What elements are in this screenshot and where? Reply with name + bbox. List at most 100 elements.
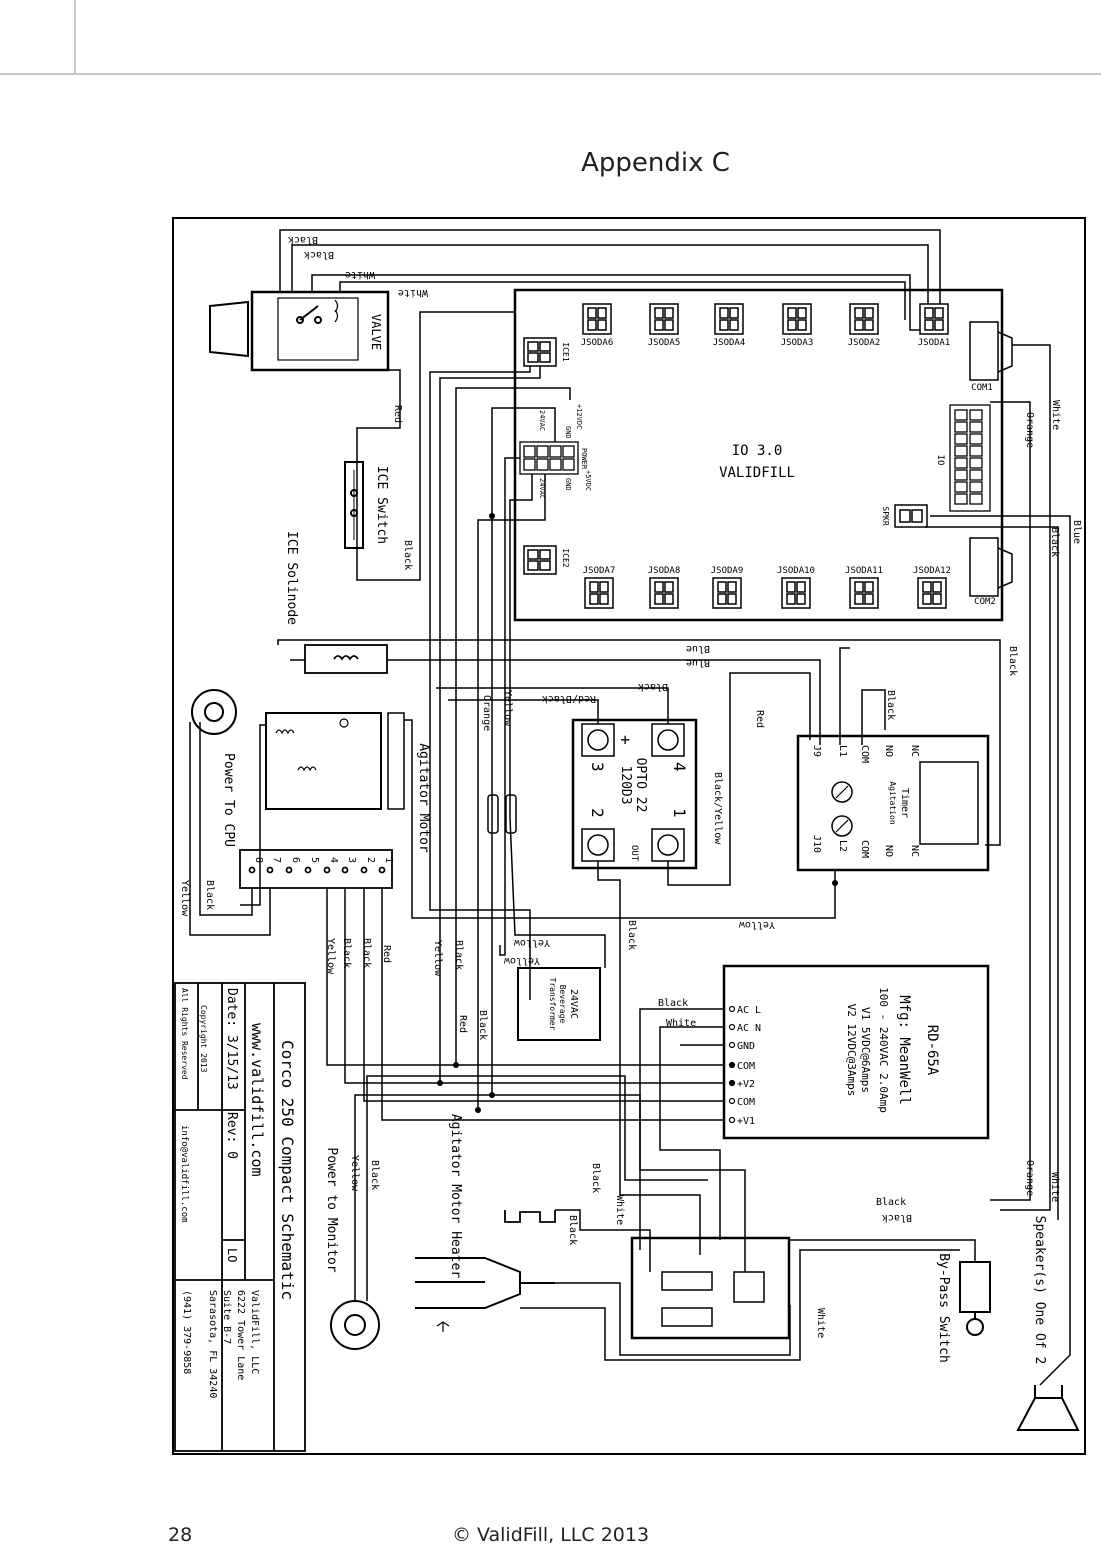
title-block-address2: Suite B-7 <box>221 1290 232 1344</box>
psu-term-acl: AC L <box>737 1005 761 1016</box>
jsoda5-label: JSODA5 <box>648 338 681 348</box>
wire-label-yellow-3: Yellow <box>513 937 550 948</box>
transformer-label-2: Beverage <box>558 985 567 1024</box>
pin-5: 5 <box>309 857 320 863</box>
wire-label-black-9: Black <box>204 880 215 910</box>
opto-term-4: 4 <box>670 762 689 772</box>
jsoda4-label: JSODA4 <box>713 338 746 348</box>
board-brand: VALIDFILL <box>719 465 795 481</box>
psu-term-com1: COM <box>737 1061 755 1072</box>
heater-label: Agitator Motor Heater <box>448 1114 463 1279</box>
pin-3: 3 <box>346 857 357 863</box>
speaker <box>1016 1385 1080 1431</box>
wire-label-white-5: White <box>614 1195 625 1225</box>
wire-label-yellow-6: Yellow <box>325 938 336 975</box>
timer-l1: L1 <box>837 745 848 757</box>
drawing-frame <box>172 217 1086 1455</box>
timer-no-bot: NO <box>883 845 894 857</box>
heater-relay-box <box>630 1236 791 1340</box>
wire-label-yellow-4: Yellow <box>503 955 540 966</box>
psu-v1: V1 5VDC@6Amps <box>859 1007 872 1093</box>
valve-component <box>209 290 390 372</box>
wire-label-black-yellow: Black/Yellow <box>712 772 723 845</box>
wire-label-black-10: Black <box>341 938 352 968</box>
agitator-motor-label: Agitator Motor <box>416 743 431 853</box>
power-supply-rd65a <box>722 964 990 1140</box>
jsoda7-label: JSODA7 <box>583 566 616 576</box>
psu-term-acn: AC N <box>737 1023 761 1034</box>
title-block-email: info@validfill.com <box>179 1125 189 1223</box>
jsoda6-label: JSODA6 <box>581 338 614 348</box>
wire-label-orange-2: Orange <box>481 695 492 731</box>
psu-term-com2: COM <box>737 1097 755 1108</box>
opto-out: OUT <box>629 845 639 862</box>
opto-term-1: 1 <box>670 808 689 818</box>
wire-label-white-4: White <box>666 1018 696 1029</box>
agitation-timer <box>796 734 990 872</box>
psu-term-v1: +V1 <box>737 1116 755 1127</box>
ice1-connector <box>523 337 557 367</box>
jsoda11-label: JSODA11 <box>845 566 883 576</box>
ac-plug <box>415 1257 555 1332</box>
opto-term-3: 3 <box>588 762 607 772</box>
pin-2: 2 <box>365 857 376 863</box>
opto-term-plus: + <box>616 735 635 745</box>
title-block-city: Sarasota, FL 34240 <box>207 1290 218 1398</box>
io-header <box>949 404 991 512</box>
power-monitor-label: Power to Monitor <box>324 1147 339 1272</box>
pin-6: 6 <box>290 857 301 863</box>
opto-name: OPTO 22 <box>633 758 648 813</box>
jsoda-bottom-connectors <box>584 577 947 609</box>
wire-label-orange-1: Orange <box>1024 412 1035 448</box>
ice-solenoid-label: ICE Solinode <box>284 531 299 625</box>
cpu-connector-8pin <box>239 849 393 889</box>
title-block-phone: (941) 379-9858 <box>181 1290 192 1374</box>
wire-label-white-2: White <box>398 287 428 298</box>
com1-connector <box>969 321 1013 381</box>
wire-label-black-3: Black <box>402 540 413 570</box>
wire-label-red-1: Red <box>392 405 403 423</box>
agitation-label: Agitation <box>888 781 897 825</box>
jsoda3-label: JSODA3 <box>781 338 814 348</box>
speaker-label: Speaker(s) One Of 2 <box>1032 1216 1047 1365</box>
ice1-label: ICE1 <box>561 342 570 361</box>
agitator-motor-component <box>265 712 405 810</box>
ice2-connector <box>523 545 557 575</box>
junction-dots <box>437 513 838 1113</box>
wiring <box>189 229 1071 1386</box>
wire-label-black-8: Black <box>626 920 637 950</box>
wire-label-blue-3: Blue <box>686 657 710 668</box>
wire-label-white-7: White <box>1049 1172 1060 1202</box>
wire-label-white-3: White <box>1050 400 1061 430</box>
io-board: IO 3.0 VALIDFILL JSODA6 JSODA5 JSODA4 JS… <box>513 288 1013 622</box>
psu-input: 100 - 240VAC 2.0Amp <box>877 987 890 1113</box>
beverage-transformer <box>517 967 601 1041</box>
wire-label-yellow-2: Yellow <box>738 919 775 930</box>
title-block-copyright: Copyright 2013 <box>199 1005 208 1073</box>
pin-1: 1 <box>383 857 394 863</box>
jsoda12-label: JSODA12 <box>913 566 951 576</box>
timer-l2: L2 <box>837 840 848 852</box>
com2-connector <box>969 537 1013 597</box>
wire-label-red-3: Red <box>381 945 392 963</box>
power-label: POWER <box>580 448 588 470</box>
bypass-label: By-Pass Switch <box>936 1253 951 1363</box>
page-copyright: © ValidFill, LLC 2013 <box>451 1524 650 1546</box>
title-block-rights: All Rights Reserved <box>180 988 189 1080</box>
title-block-drawn: LO <box>225 1248 239 1262</box>
psu-terminals <box>728 1005 736 1124</box>
wire-label-black-16: Black <box>590 1163 601 1193</box>
page-title: Appendix C <box>581 148 730 178</box>
ice-solenoid-coil <box>304 644 388 674</box>
wire-label-blue-2: Blue <box>686 643 710 654</box>
wire-label-black-11: Black <box>361 938 372 968</box>
opto22-relay <box>571 718 698 870</box>
wire-label-orange-3: Orange <box>1024 1160 1035 1196</box>
com1-label: COM1 <box>971 383 993 393</box>
wire-label-black-17: Black <box>567 1215 578 1245</box>
timer-label: Timer <box>899 788 910 818</box>
pin-8: 8 <box>253 857 264 863</box>
wire-label-black-4: Black <box>1049 527 1060 557</box>
jsoda9-label: JSODA9 <box>711 566 744 576</box>
wire-label-blue-1: Blue <box>1071 520 1082 544</box>
